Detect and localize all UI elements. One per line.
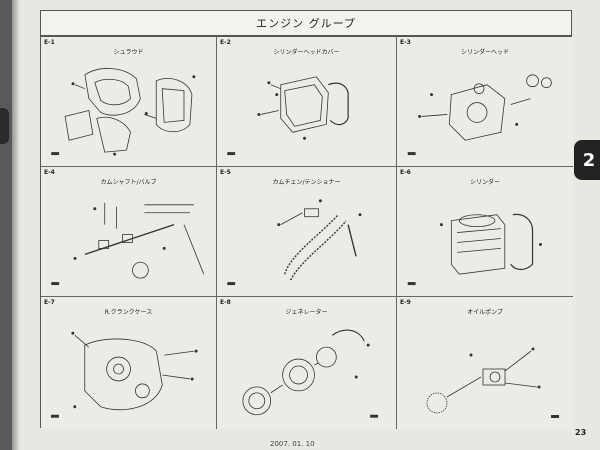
section-e3[interactable]: E-3 シリンダーヘッド bbox=[397, 37, 573, 167]
section-e7[interactable]: E-7 R.クランクケース bbox=[41, 297, 217, 429]
section-name: ジェネレーター bbox=[285, 309, 328, 316]
section-name: R.クランクケース bbox=[104, 309, 153, 316]
section-name: シリンダーヘッド bbox=[460, 49, 509, 56]
section-e8[interactable]: E-8 ジェネレーター bbox=[217, 297, 397, 429]
camshaft-valve-diagram bbox=[51, 202, 205, 286]
section-code: E-9 bbox=[400, 299, 411, 306]
section-code: E-7 bbox=[44, 299, 55, 306]
generator-diagram bbox=[242, 329, 379, 418]
section-name: シュラウド bbox=[113, 49, 144, 56]
section-name: カムチェン/テンショナー bbox=[272, 179, 341, 186]
section-code: E-4 bbox=[44, 169, 55, 176]
page-title: エンジン グループ bbox=[40, 10, 572, 36]
page-number: 23 bbox=[575, 428, 587, 437]
section-name: シリンダーヘッドカバー bbox=[273, 49, 340, 56]
shroud-diagram bbox=[51, 68, 196, 156]
cylinder-head-diagram bbox=[407, 74, 552, 156]
right-crankcase-diagram bbox=[50, 331, 198, 418]
section-code: E-8 bbox=[220, 299, 231, 306]
cylinder-head-cover-diagram bbox=[227, 76, 349, 156]
page-fold-shadow bbox=[12, 0, 20, 450]
cam-chain-tensioner-diagram bbox=[227, 199, 362, 286]
oil-pump-diagram bbox=[426, 347, 559, 418]
section-code: E-2 bbox=[220, 39, 231, 46]
section-code: E-1 bbox=[44, 39, 55, 46]
section-e6[interactable]: E-6 シリンダー bbox=[397, 167, 573, 297]
section-e9[interactable]: E-9 オイルポンプ bbox=[397, 297, 573, 429]
section-e2[interactable]: E-2 シリンダーヘッドカバー bbox=[217, 37, 397, 167]
binding-hole bbox=[0, 108, 9, 144]
section-name: カムシャフト/バルブ bbox=[100, 179, 157, 186]
section-name: オイルポンプ bbox=[467, 309, 503, 316]
section-grid: E-1 シュラウド E-2 シリンダーヘッドカバー bbox=[40, 36, 573, 429]
section-e5[interactable]: E-5 カムチェン/テンショナー bbox=[217, 167, 397, 297]
section-code: E-6 bbox=[400, 169, 411, 176]
section-e4[interactable]: E-4 カムシャフト/バルブ bbox=[41, 167, 217, 297]
section-name: シリンダー bbox=[469, 179, 500, 186]
chapter-tab: 2 bbox=[574, 140, 600, 180]
section-code: E-5 bbox=[220, 169, 231, 176]
footer-date: 2007. 01. 10 bbox=[270, 440, 315, 448]
section-code: E-3 bbox=[400, 39, 411, 46]
section-e1[interactable]: E-1 シュラウド bbox=[41, 37, 217, 167]
cylinder-diagram bbox=[407, 213, 542, 286]
